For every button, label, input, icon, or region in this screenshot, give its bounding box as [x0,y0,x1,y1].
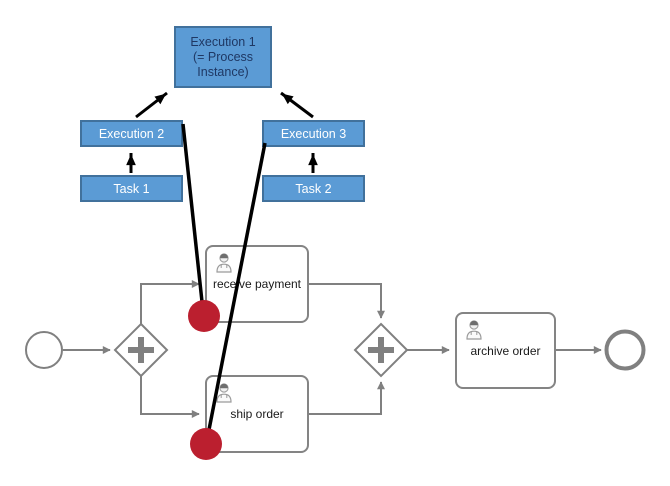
execution1-line: (= Process [192,49,254,64]
execution3-box: Execution 3 [262,120,365,147]
task-ship-order: ship order [205,375,309,453]
parallel-gateway-split [113,322,169,378]
arrow-execution3-to-execution1 [280,91,314,119]
execution2-label: Execution 2 [98,126,165,141]
task-label: archive order [470,343,541,358]
task-label: ship order [230,407,284,421]
user-task-icon [216,383,232,403]
plus-icon [128,337,154,363]
execution1-line: Execution 1 [190,34,256,49]
sequence-flow-receive-payment-to-join [309,283,385,319]
sequence-flow-split-to-receive-payment [140,280,200,324]
task2-label: Task 2 [295,181,332,196]
start-event [25,331,63,369]
task-archive-order: archive order [455,312,556,389]
task-receive-payment: receive payment [205,245,309,323]
sequence-flow-split-to-ship-order [140,376,200,418]
plus-icon [368,337,394,363]
execution1-line: Instance) [197,64,249,79]
task1-box: Task 1 [80,175,183,202]
task-label: receive payment [212,277,302,291]
task2-box: Task 2 [262,175,365,202]
sequence-flow-ship-order-to-join [309,381,385,415]
execution3-label: Execution 3 [280,126,347,141]
user-task-icon [216,253,232,273]
execution1-box: Execution 1 (= Process Instance) [174,26,272,88]
parallel-gateway-join [353,322,409,378]
end-event [604,329,646,371]
user-task-icon [466,320,482,340]
task1-label: Task 1 [113,181,150,196]
arrow-execution2-to-execution1 [135,91,168,119]
execution2-box: Execution 2 [80,120,183,147]
pointer-line-execution2-to-token [181,123,205,312]
